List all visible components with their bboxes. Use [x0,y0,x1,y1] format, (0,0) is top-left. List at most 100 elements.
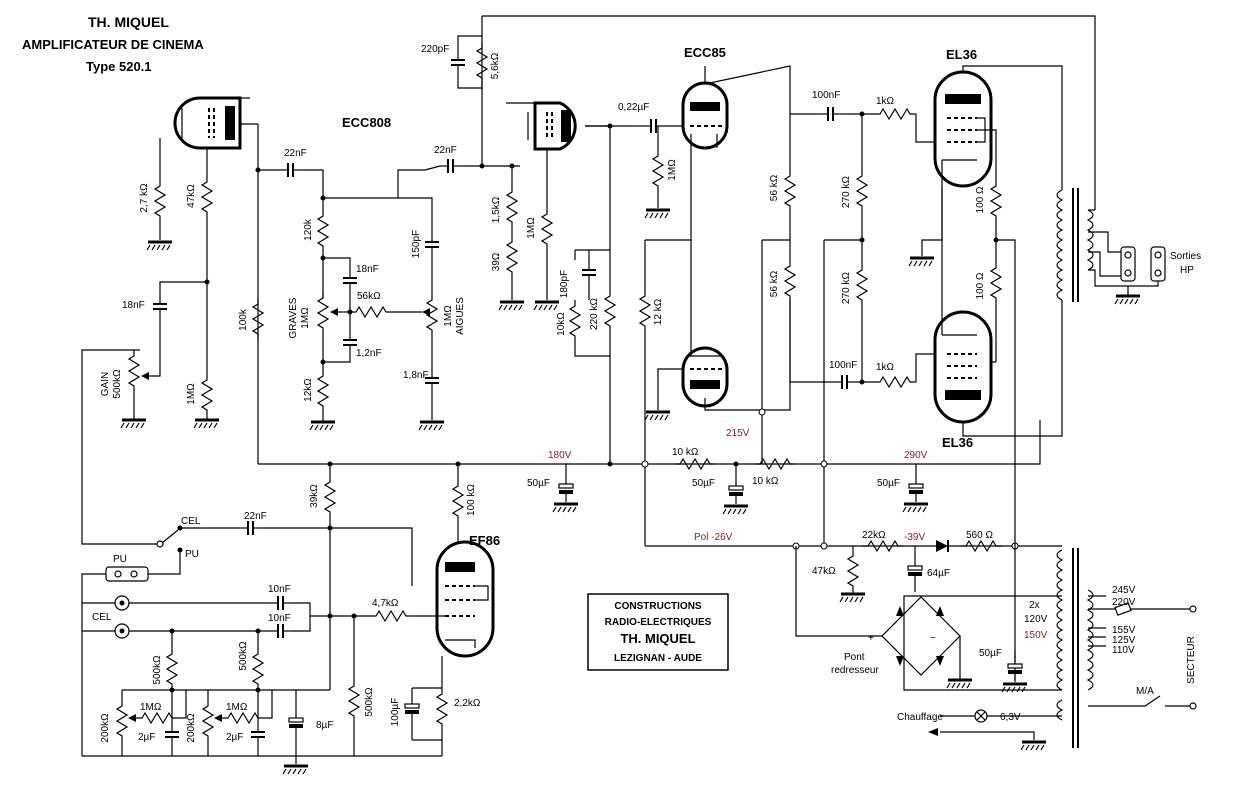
pu-switch-label: PU [185,549,199,560]
r-220k-label: 220 kΩ [589,298,600,330]
wiring [81,15,1096,545]
outputs-label-1: Sorties [1170,251,1201,262]
trans-2x-label: 2x [1029,600,1040,611]
ecc808-label: ECC808 [342,115,391,130]
aigues-value-label: 1MΩ [443,305,454,327]
r-10k-sup1-label: 10 kΩ [672,447,699,458]
gain-value-label: 500kΩ [112,369,123,399]
output-grid-network: 100nF 1kΩ 270 kΩ 270 kΩ 100nF 1kΩ [790,90,942,546]
r-1k-top-label: 1kΩ [876,96,895,107]
tube-el36-bottom [933,186,1063,437]
input-section: CEL PU PU CEL 10nF 10nF 500kΩ 500kΩ [81,516,333,776]
tube-ecc808-a [173,96,259,464]
bias-supply: Pol -26V 47kΩ 22kΩ -39V 64µF 560 Ω [645,420,1062,680]
trans-120v-label: 120V [1024,614,1048,625]
r-10k-sup2-label: 10 kΩ [752,476,779,487]
pont-label-1: Pont [844,652,865,663]
r-100-b-label: 100 Ω [975,272,986,299]
pot-200k-b-label: 200kΩ [186,713,197,743]
tube-ef86 [330,522,495,688]
c-10nf-a-label: 10nF [268,584,291,595]
c-22nf-b-label: 22nF [434,145,457,156]
r-2k2-label: 2,2kΩ [454,698,481,709]
el36-bottom-label: EL36 [942,435,973,450]
r-1m-cath-label: 1MΩ [526,217,537,239]
title-line3: Type 520.1 [86,59,152,74]
tap-125-label: 125V [1112,635,1136,646]
r-100-a-label: 100 Ω [975,186,986,213]
bridge-plus: + [868,633,874,644]
c-100nf-bot-label: 100nF [829,360,857,371]
r-100k-ef86-label: 100 kΩ [466,484,477,516]
v290-label: 290V [904,450,928,461]
r-47k-bias-label: 47kΩ [812,566,836,577]
c-8uf-label: 8µF [316,720,333,731]
r-500k-a-label: 500kΩ [152,655,163,685]
v150-label: 150V [1024,630,1048,641]
maker-line3: TH. MIQUEL [620,631,695,646]
r-500k-c-label: 500kΩ [364,687,375,717]
r-1k-bot-label: 1kΩ [876,362,895,373]
pu-jack-label: PU [113,554,127,565]
c-100nf-top-label: 100nF [812,90,840,101]
r-39k-label: 39kΩ [309,484,320,508]
tap-110-label: 110V [1112,645,1135,656]
output-transformer [1056,188,1166,306]
r-1k5-label: 1,5kΩ [491,196,502,223]
aigues-label: AIGUES [455,297,466,335]
ecc85-loads: 56 kΩ 56 kΩ [758,110,796,464]
r-4k7-label: 4,7kΩ [372,598,399,609]
v215-label: 215V [726,428,750,439]
r-56k-label: 56kΩ [357,291,381,302]
tap-220-label: 220V [1112,597,1136,608]
outputs-label-2: HP [1180,265,1194,276]
r-56k-a-label: 56 kΩ [769,174,780,201]
tone-network: 22nF 120k GRAVES 1MΩ 12kΩ 18nF 1,2nF 56k… [255,145,520,432]
c-50uf-3-label: 50µF [877,478,900,489]
c-18nf-gain-label: 18nF [122,300,145,311]
c-22nf-a-label: 22nF [284,148,307,159]
ma-label: M/A [1136,686,1154,697]
bridge-minus: − [930,633,936,644]
graves-label: GRAVES [288,297,299,338]
r-1m-eq-b-label: 1MΩ [226,702,248,713]
r-5k6-label: 5,6kΩ [490,52,501,79]
c-0u22-label: 0,22µF [618,102,649,113]
cel-jack-label: CEL [92,612,112,623]
r-10k-fb-label: 10kΩ [556,312,567,336]
r-100k-left-label: 100k [238,308,249,331]
tube-el36-top [907,65,1063,268]
feedback-network: 220pF 5,6kΩ 1,5kΩ 39Ω 1MΩ [421,35,561,312]
c-1n2-label: 1,2nF [356,348,382,359]
c-50uf-2-label: 50µF [692,478,715,489]
r-500k-b-label: 500kΩ [238,641,249,671]
pont-label-2: redresseur [831,665,879,676]
r-39-label: 39Ω [491,252,502,271]
r-12k-tone-label: 12kΩ [303,378,314,402]
power-transformer: 2x 120V 150V 50µF + − Pont redresseur Ch… [795,546,1197,752]
vm39-label: -39V [904,532,925,543]
title-line2: AMPLIFICATEUR DE CINEMA [22,37,204,52]
c-1n8-label: 1,8nF [403,370,429,381]
supply-filter: 180V 50µF 10 kΩ 215V 50µF 10 kΩ 290V 50µ… [327,428,930,516]
maker-box: CONSTRUCTIONS RADIO-ELECTRIQUES TH. MIQU… [587,593,729,671]
chauffage-label: Chauffage [897,712,943,723]
tap-155-label: 155V [1112,625,1136,636]
r-2k7-label: 2,7 kΩ [139,183,150,213]
c-180pf-label: 180pF [559,270,570,298]
maker-line1: CONSTRUCTIONS [614,601,702,612]
phase-inverter-network: 220 kΩ 180pF 10kΩ 0,22µF 1MΩ 12 kΩ [556,102,682,546]
maker-line2: RADIO-ELECTRIQUES [605,617,712,628]
v-6v3-label: 6,3V [1000,712,1021,723]
c-18nf-tone-label: 18nF [356,264,379,275]
c-220pf-label: 220pF [421,44,449,55]
tube-ecc808-b [506,101,635,151]
r-1m-grid-label: 1MΩ [667,159,678,181]
r-22k-label: 22kΩ [862,530,886,541]
graves-value-label: 1MΩ [300,307,311,329]
c-150pf-label: 150pF [411,230,422,258]
input-stage-network: 2,7 kΩ 47kΩ 1MΩ 18nF GAIN 500kΩ 100k [100,138,264,430]
pot-200k-a-label: 200kΩ [100,713,111,743]
c-10nf-b-label: 10nF [268,613,291,624]
r-47k-label: 47kΩ [186,184,197,208]
